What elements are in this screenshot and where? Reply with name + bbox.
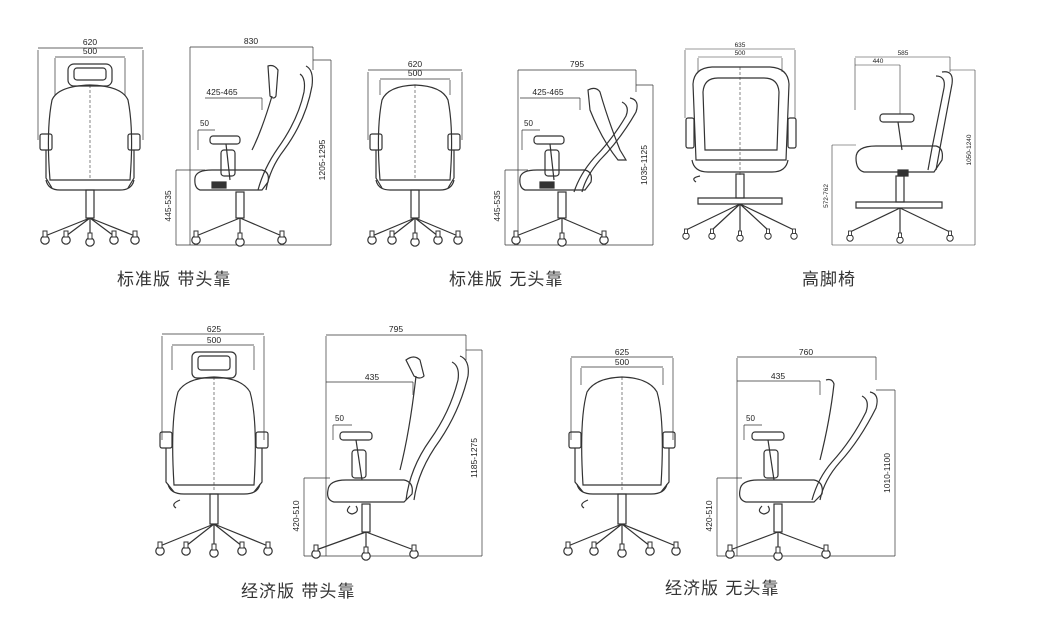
- std-headrest-depth: 830: [244, 36, 258, 46]
- stool-total-height: 1050-1240: [966, 134, 973, 165]
- std-headrest-arm-adjust: 50: [200, 119, 209, 128]
- std-headrest-side-view: [175, 46, 332, 247]
- std-headrest-outer-width: 620: [83, 37, 97, 47]
- std-no-headrest-arm-adjust: 50: [524, 119, 533, 128]
- eco-no-headrest-side-view: [716, 356, 896, 561]
- caption-std-headrest: 标准版 带头靠: [117, 270, 232, 290]
- eco-no-headrest-arm-depth: 435: [771, 371, 785, 381]
- stool-depth: 585: [898, 50, 909, 57]
- eco-no-headrest-total-height: 1010-1100: [882, 453, 892, 493]
- std-no-headrest-outer-width: 620: [408, 59, 422, 69]
- caption-eco-no-headrest: 经济版 无头靠: [665, 579, 780, 599]
- eco-no-headrest-outer-width: 625: [615, 347, 629, 357]
- eco-headrest-outer-width: 625: [207, 324, 221, 334]
- eco-headrest-arm-adjust: 50: [335, 414, 344, 423]
- std-no-headrest-total-height: 1035-1125: [639, 145, 649, 185]
- eco-no-headrest-arm-adjust: 50: [746, 414, 755, 423]
- std-headrest-front-view: [37, 47, 144, 247]
- eco-headrest-depth: 795: [389, 324, 403, 334]
- std-no-headrest-depth: 795: [570, 59, 584, 69]
- eco-headrest-seat-height: 420-510: [291, 500, 301, 531]
- stool-arm-depth: 440: [873, 58, 884, 65]
- caption-std-no-headrest: 标准版 无头靠: [449, 270, 564, 290]
- eco-headrest-front-view: [155, 333, 273, 558]
- caption-eco-headrest: 经济版 带头靠: [241, 582, 356, 602]
- eco-headrest-side-view: [303, 334, 483, 561]
- stool-outer-width: 635: [735, 42, 746, 49]
- std-no-headrest-arm-depth: 425-465: [532, 87, 563, 97]
- eco-headrest-arm-depth: 435: [365, 372, 379, 382]
- std-no-headrest-side-view: [504, 69, 654, 247]
- std-headrest-total-height: 1205-1295: [317, 139, 327, 180]
- std-headrest-inner-width: 500: [83, 46, 97, 56]
- std-no-headrest-inner-width: 500: [408, 68, 422, 78]
- eco-no-headrest-inner-width: 500: [615, 357, 629, 367]
- eco-no-headrest-seat-height: 420-510: [704, 500, 714, 531]
- eco-headrest-total-height: 1185-1275: [469, 438, 479, 478]
- stool-front-view: [682, 48, 798, 242]
- stool-seat-height: 572-762: [823, 184, 830, 208]
- std-no-headrest-seat-height: 445-535: [492, 190, 502, 221]
- eco-headrest-inner-width: 500: [207, 335, 221, 345]
- eco-no-headrest-front-view: [563, 356, 681, 558]
- std-headrest-arm-depth: 425-465: [206, 87, 237, 97]
- stool-side-view: [831, 56, 976, 246]
- eco-no-headrest-depth: 760: [799, 347, 813, 357]
- stool-inner-width: 500: [735, 50, 746, 57]
- std-no-headrest-front-view: [367, 69, 463, 247]
- caption-stool: 高脚椅: [802, 270, 856, 290]
- std-headrest-seat-height: 445-535: [163, 190, 173, 221]
